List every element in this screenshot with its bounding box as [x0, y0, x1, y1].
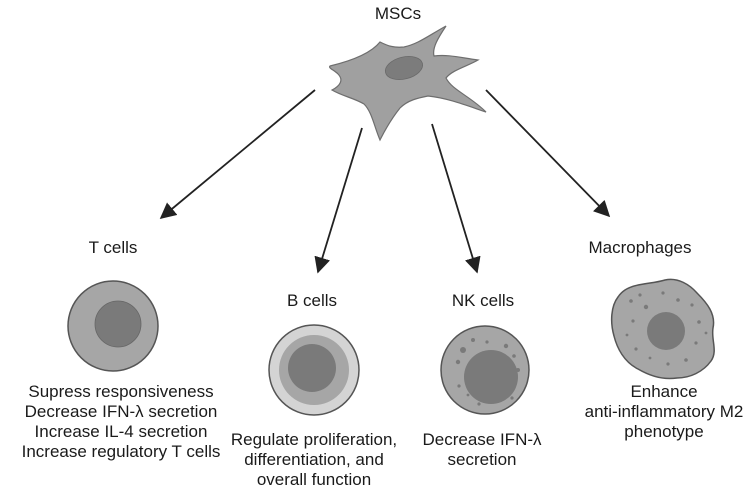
nk-cell-granules	[455, 338, 520, 406]
msc-cell-icon	[329, 25, 487, 142]
t-cells-effects: Supress responsiveness Decrease IFN-λ se…	[22, 382, 221, 462]
arrow-to-macrophages	[485, 89, 611, 218]
t-cells-effect-line: Increase regulatory T cells	[21, 442, 221, 461]
t-cells-effect-line: Increase IL-4 secretion	[34, 422, 208, 441]
macrophages-effect-line: Enhance	[630, 382, 698, 401]
nk-cells-effects: Decrease IFN-λ secretion	[422, 430, 541, 470]
msc-nucleus	[384, 55, 424, 81]
macrophages-effect-line: phenotype	[624, 422, 704, 441]
nk-cells-label: NK cells	[451, 291, 515, 310]
nk-cells-effect-line: secretion	[447, 450, 517, 469]
msc-label: MSCs	[374, 4, 422, 23]
arrow-to-nk-cells	[431, 123, 481, 274]
t-cells-label: T cells	[88, 238, 138, 257]
macrophages-effects: Enhance anti-inflammatory M2 phenotype	[585, 382, 744, 442]
b-cells-effect-line: differentiation, and	[244, 450, 384, 469]
arrow-to-b-cells	[314, 127, 363, 274]
arrow-to-t-cells	[159, 89, 316, 220]
b-cells-effect-line: Regulate proliferation,	[230, 430, 398, 449]
b-cells-effects: Regulate proliferation, differentiation,…	[231, 430, 397, 490]
macrophages-effect-line: anti-inflammatory M2	[584, 402, 744, 421]
nk-cells-effect-line: Decrease IFN-λ	[422, 430, 542, 449]
b-cells-effect-line: overall function	[256, 470, 372, 489]
macrophage-icon	[610, 278, 715, 380]
macrophage-granules	[625, 291, 708, 366]
t-cell-nucleus	[94, 300, 142, 348]
macrophage-nucleus	[647, 312, 685, 350]
macrophages-label: Macrophages	[588, 238, 692, 257]
b-cells-label: B cells	[286, 291, 338, 310]
nk-cell-nucleus	[464, 350, 518, 404]
t-cell-icon	[67, 280, 159, 372]
b-cell-nucleus	[288, 344, 336, 392]
t-cells-effect-line: Decrease IFN-λ secretion	[24, 402, 218, 421]
nk-cell-icon	[440, 325, 530, 415]
t-cells-effect-line: Supress responsiveness	[28, 382, 214, 401]
msc-cell-body	[329, 25, 487, 142]
b-cell-icon	[268, 324, 360, 416]
